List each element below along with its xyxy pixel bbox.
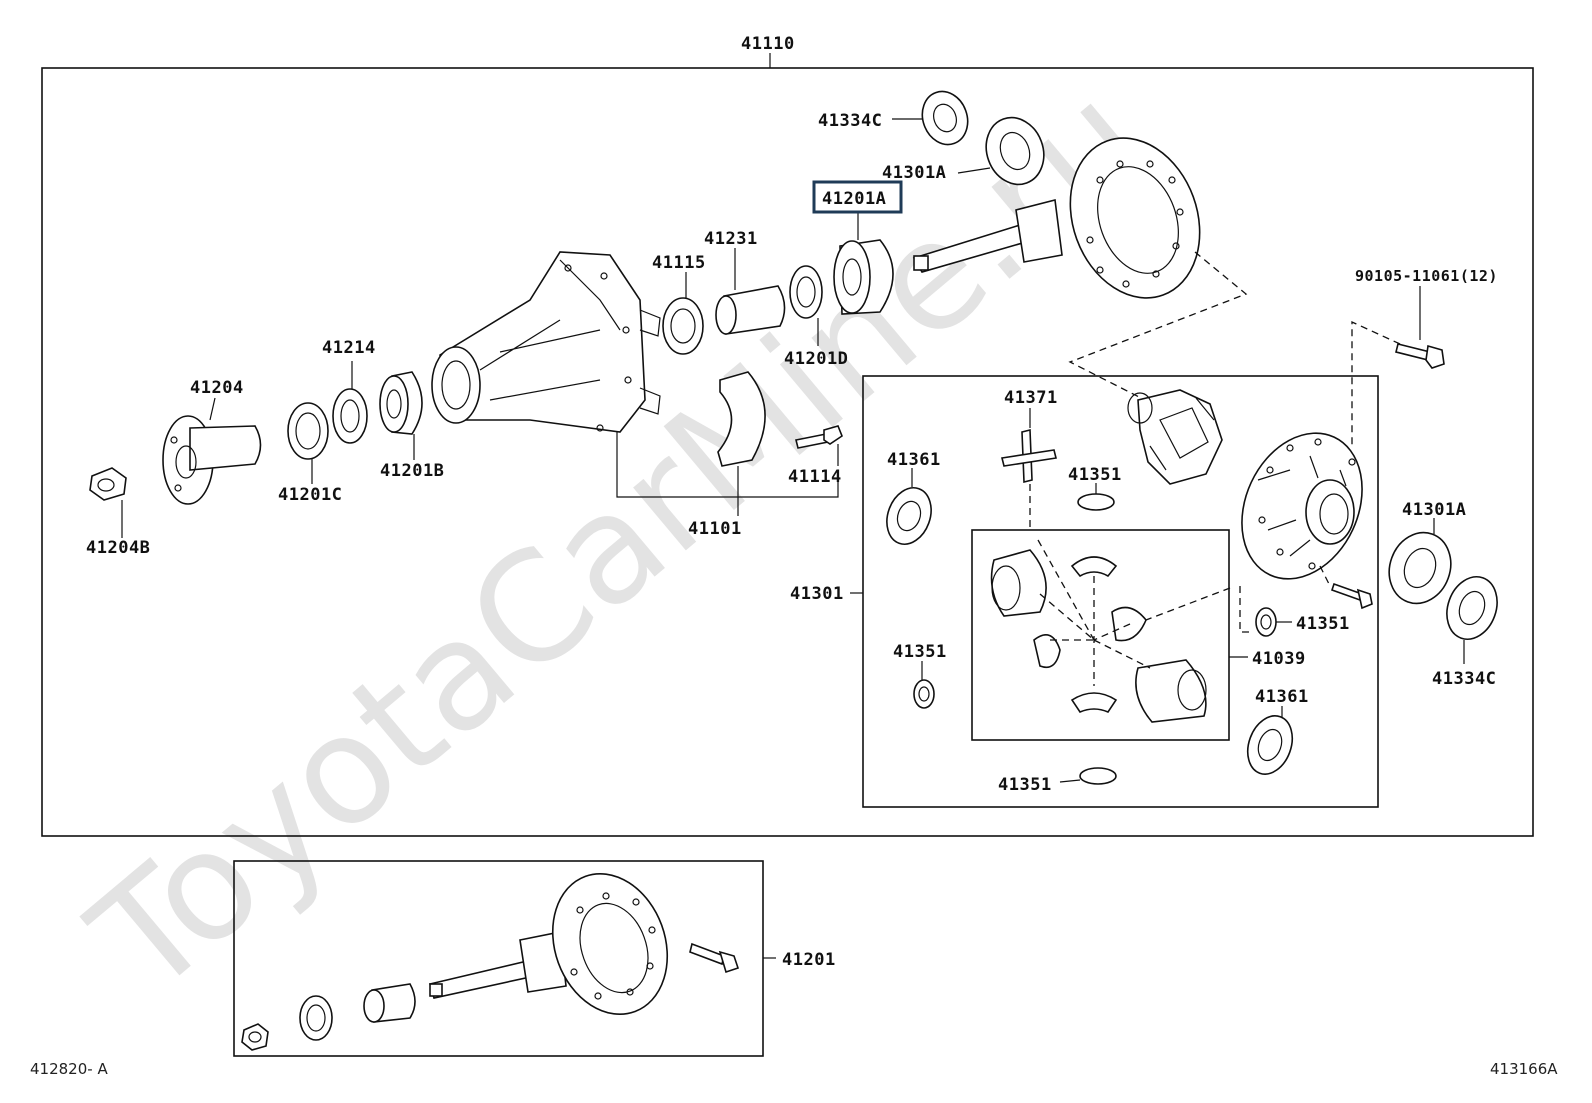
bearing-41301a-top-part — [957, 116, 1045, 186]
label-41231[interactable]: 41231 — [704, 229, 758, 249]
pinion-gear-left-part — [1033, 634, 1061, 669]
washer-41351-top-part — [1077, 483, 1115, 511]
carrier-housing-part — [431, 251, 661, 433]
spider-41371-part — [1001, 408, 1057, 484]
washer-41351-right-part — [1255, 607, 1292, 637]
gear-kit-spacer-part — [363, 983, 416, 1023]
washer-41361-left-part — [886, 468, 932, 545]
diff-case-lower-part — [1241, 432, 1363, 580]
shim-41334c-top-part — [892, 90, 969, 146]
label-41351-right[interactable]: 41351 — [1296, 614, 1350, 634]
label-41201b[interactable]: 41201B — [380, 461, 444, 481]
side-gear-left-part — [990, 549, 1047, 617]
label-41039[interactable]: 41039 — [1252, 649, 1306, 669]
bearing-41301a-right-part — [1388, 518, 1452, 605]
bearing-cap-41101-part — [717, 371, 766, 497]
label-41301[interactable]: 41301 — [790, 584, 844, 604]
highlight-41201a — [812, 180, 903, 214]
label-41204[interactable]: 41204 — [190, 378, 244, 398]
bearing-41201b-part — [379, 371, 423, 460]
diff-case-upper-part — [1127, 389, 1223, 485]
pinion-gear-bottom-part — [1070, 692, 1118, 713]
label-41201a[interactable]: 41201A — [822, 189, 886, 209]
footer-left-code: 412820- A — [30, 1060, 108, 1078]
label-41361-right[interactable]: 41361 — [1255, 687, 1309, 707]
washer-41201d-part — [789, 265, 823, 346]
gear-kit-seal-part — [299, 995, 333, 1041]
label-41351-top[interactable]: 41351 — [1068, 465, 1122, 485]
ring-gear-top-part — [912, 137, 1201, 299]
seal-41201c-part — [287, 402, 329, 484]
gear-kit-bolt-part — [689, 942, 776, 974]
label-41101[interactable]: 41101 — [688, 519, 742, 539]
label-41301a-right[interactable]: 41301A — [1402, 500, 1466, 520]
label-41371[interactable]: 41371 — [1004, 388, 1058, 408]
pinion-kit-frame — [971, 529, 1230, 741]
label-41361-left[interactable]: 41361 — [887, 450, 941, 470]
case-bolt-part — [1330, 582, 1373, 610]
pinion-gear-top-part — [1070, 556, 1118, 578]
washer-41361-right-part — [1246, 706, 1294, 775]
label-41201d[interactable]: 41201D — [784, 349, 848, 369]
differential-case-frame — [862, 375, 1379, 808]
assembly-frame — [41, 67, 1534, 837]
spacer-41231-part — [715, 248, 786, 335]
side-gear-right-part — [1135, 659, 1207, 723]
gear-kit-ring-gear-part — [429, 872, 669, 1016]
label-41201c[interactable]: 41201C — [278, 485, 342, 505]
label-41351-left[interactable]: 41351 — [893, 642, 947, 662]
flange-41204-part — [162, 397, 262, 505]
bracket-41101 — [616, 432, 839, 498]
bolt-90105-part — [1395, 286, 1445, 369]
nut-41204b-part — [89, 467, 127, 538]
bearing-41201a-part — [833, 212, 894, 315]
label-41110[interactable]: 41110 — [741, 34, 795, 54]
label-41114[interactable]: 41114 — [788, 467, 842, 487]
label-41204b[interactable]: 41204B — [86, 538, 150, 558]
label-41214[interactable]: 41214 — [322, 338, 376, 358]
washer-41351-bottom-part — [1059, 767, 1117, 785]
washer-41214-part — [332, 361, 368, 444]
label-41201[interactable]: 41201 — [782, 950, 836, 970]
bolt-41114-part — [795, 425, 843, 466]
washer-41351-left-part — [913, 661, 935, 709]
gear-kit-nut-part — [241, 1023, 269, 1051]
label-41301a-top[interactable]: 41301A — [882, 163, 946, 183]
label-41115[interactable]: 41115 — [652, 253, 706, 273]
label-90105-11061[interactable]: 90105-11061(12) — [1355, 267, 1498, 285]
label-41334c-right[interactable]: 41334C — [1432, 669, 1496, 689]
footer-right-code: 413166A — [1490, 1060, 1558, 1078]
label-41351-bottom[interactable]: 41351 — [998, 775, 1052, 795]
shim-41334c-right-part — [1446, 576, 1498, 664]
label-41334c-top[interactable]: 41334C — [818, 111, 882, 131]
seal-41115-part — [662, 272, 704, 355]
